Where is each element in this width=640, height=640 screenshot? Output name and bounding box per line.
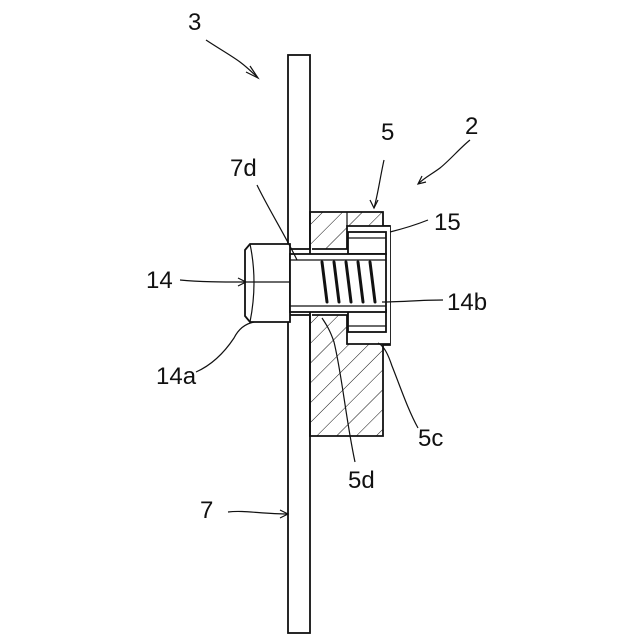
bracket-block-5 [310, 212, 390, 436]
label-7: 7 [200, 497, 213, 524]
label-15: 15 [434, 209, 461, 236]
label-14b: 14b [447, 289, 487, 316]
label-2: 2 [465, 113, 478, 140]
label-14a: 14a [156, 363, 197, 390]
panel-plate-7 [288, 55, 310, 633]
label-5: 5 [381, 119, 394, 146]
label-5c: 5c [418, 425, 443, 452]
bolt-14 [245, 244, 386, 322]
label-3: 3 [188, 9, 201, 36]
label-7d: 7d [230, 155, 257, 182]
label-5d: 5d [348, 467, 375, 494]
label-14: 14 [146, 267, 173, 294]
